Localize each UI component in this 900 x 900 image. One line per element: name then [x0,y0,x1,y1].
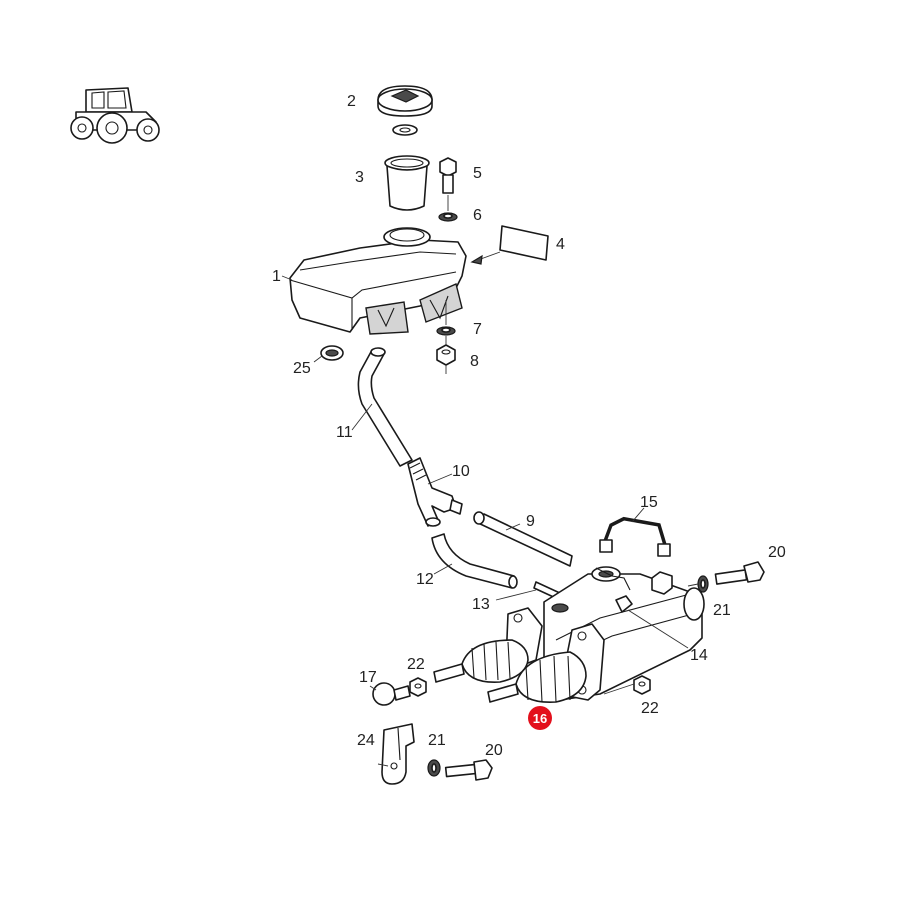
hose-11 [357,347,413,467]
callout-4: 4 [556,236,565,253]
callout-7: 7 [473,321,482,338]
callout-12: 12 [416,571,434,588]
callout-14: 14 [690,647,708,664]
washer-21-right [697,575,709,593]
y-connector [407,457,463,527]
washer-21-lower [427,759,441,777]
callout-24: 24 [357,732,375,749]
tractor-icon [70,87,160,144]
label-plate [499,225,549,261]
callout-2: 2 [347,93,356,110]
callout-22-right: 22 [641,700,659,717]
strainer [384,155,430,211]
reservoir-tank [289,227,467,335]
cylinder-boot-front [487,623,605,703]
callout-16-badge [528,706,552,730]
washer-6 [438,212,458,222]
nut-22-left [409,677,427,697]
bolt-20-right [714,561,765,585]
callout-16: 16 [533,711,547,726]
nut-8 [436,344,456,366]
callout-22-left: 22 [407,656,425,673]
hose-clamp-25 [320,345,344,361]
brake-pipe-15 [599,516,671,557]
callout-13: 13 [472,596,490,613]
clevis-ball [372,682,411,706]
callout-21-right: 21 [713,602,731,619]
callout-16-highlight[interactable]: 16 [528,706,552,730]
hose-9 [473,511,573,567]
nut-22-right [633,675,651,695]
callout-15: 15 [640,494,658,511]
callout-1: 1 [272,268,281,285]
cylinder-boot-rear [433,607,543,683]
callout-10: 10 [452,463,470,480]
clevis-bracket [381,723,415,785]
bolt-20-lower [444,759,493,781]
washer-7 [436,326,456,336]
callout-17: 17 [359,669,377,686]
callout-3: 3 [355,169,364,186]
filler-cap [377,85,433,136]
hose-12 [431,533,518,589]
callout-5: 5 [473,165,482,182]
callout-11: 11 [336,424,353,441]
callout-6: 6 [473,207,482,224]
callout-8: 8 [470,353,479,370]
callout-20-right: 20 [768,544,786,561]
callouts: 1 2 3 4 5 6 7 8 9 10 11 12 13 14 15 17 2… [272,93,786,759]
callout-20-lower: 20 [485,742,503,759]
bolt-5 [439,157,457,194]
callout-25: 25 [293,360,311,377]
callout-9: 9 [526,513,535,530]
callout-21-lower: 21 [428,732,446,749]
